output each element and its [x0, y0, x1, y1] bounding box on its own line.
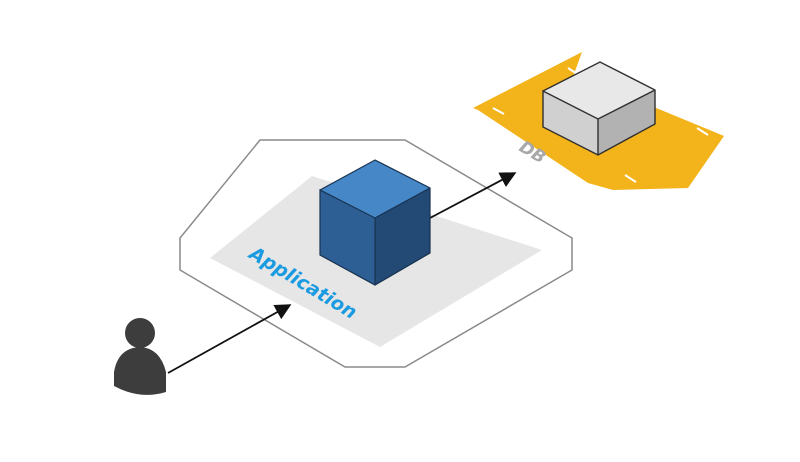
user-head: [125, 318, 155, 348]
db-front-face: [543, 91, 598, 155]
gray-box-icon: [542, 61, 656, 156]
user-body: [114, 347, 166, 395]
blue-cube-icon: [319, 159, 431, 286]
app-to-db-arrow: [429, 172, 517, 219]
cube-front-face: [320, 190, 375, 285]
scaling-notch: [696, 127, 709, 136]
db-side-face: [598, 90, 655, 155]
user-icon: [114, 318, 166, 395]
scaling-notch: [492, 107, 505, 115]
scaling-notch: [624, 174, 637, 183]
user-to-app-arrow: [167, 304, 292, 374]
